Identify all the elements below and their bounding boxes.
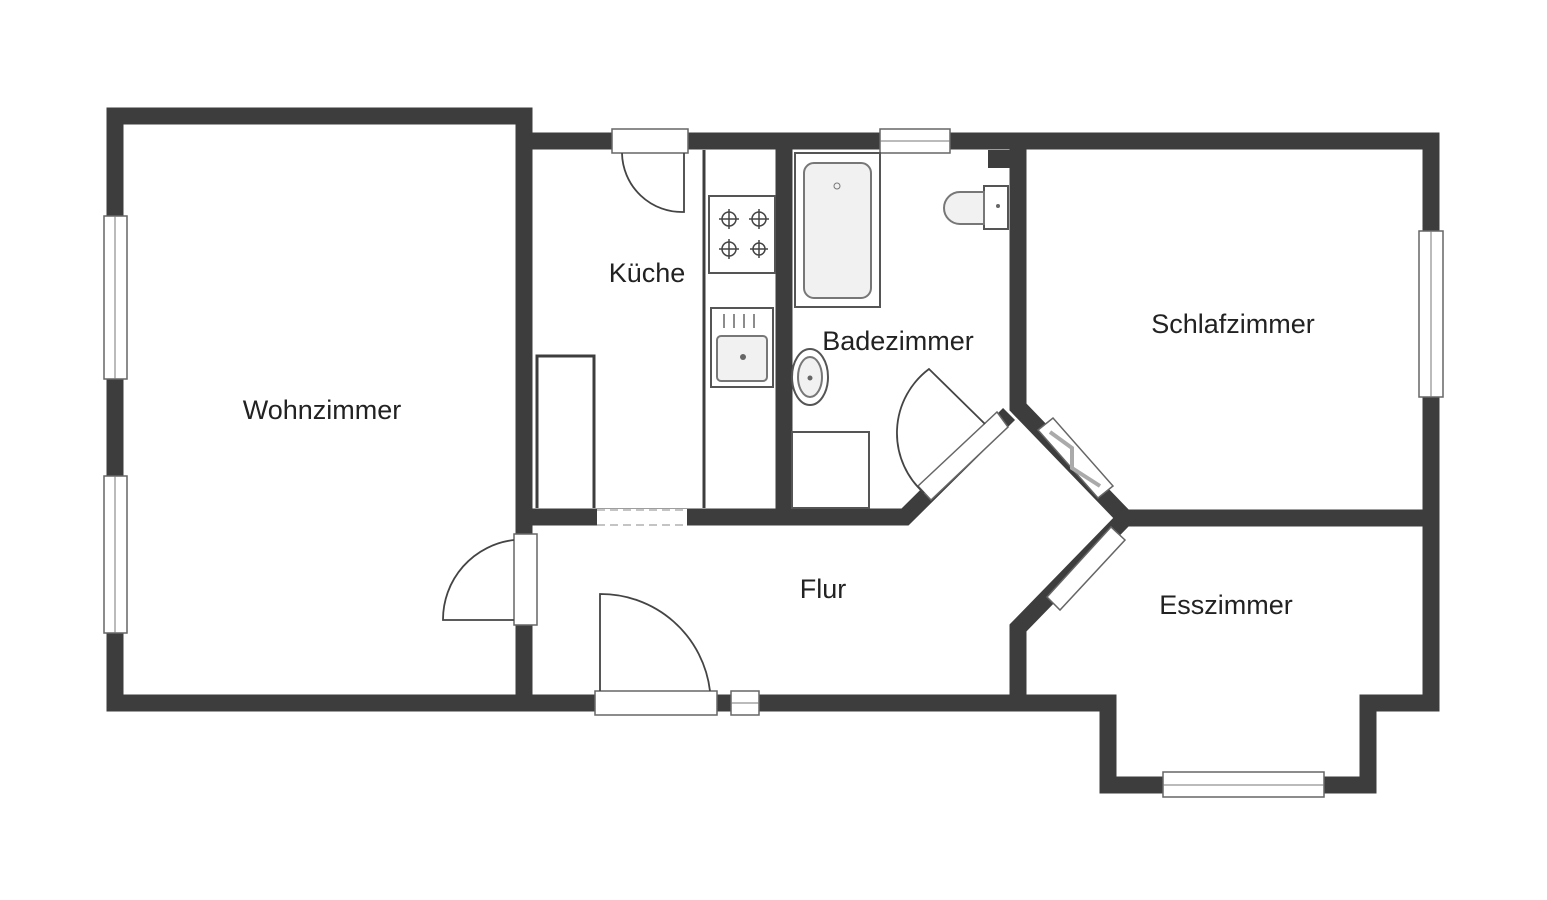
bathtub-icon	[794, 152, 881, 308]
door-entrance[interactable]	[594, 593, 718, 716]
window-esszimmer	[1162, 771, 1325, 798]
window-wohnzimmer-2	[103, 475, 128, 634]
opening-kueche[interactable]	[597, 509, 687, 526]
label-badezimmer: Badezimmer	[822, 326, 974, 356]
washbasin-icon	[791, 348, 829, 406]
room-labels: Wohnzimmer Küche Badezimmer Schlafzimmer…	[243, 258, 1315, 620]
wall-wohnzimmer-top	[106, 107, 533, 712]
sink-icon	[710, 307, 774, 388]
door-bad[interactable]	[896, 367, 1009, 502]
washing-machine	[791, 431, 870, 509]
shaft	[988, 150, 1010, 168]
label-flur: Flur	[800, 574, 847, 604]
window-schlafzimmer	[1418, 230, 1444, 398]
door-wohnzimmer[interactable]	[442, 533, 538, 626]
fixtures	[708, 152, 1009, 509]
label-kueche: Küche	[609, 258, 686, 288]
toilet-icon	[943, 185, 1009, 230]
cabinet	[535, 354, 596, 508]
wall-kueche-flur	[515, 407, 1016, 526]
label-wohnzimmer: Wohnzimmer	[243, 395, 402, 425]
door-schlafzimmer[interactable]	[1036, 416, 1115, 500]
doors	[442, 128, 1127, 716]
door-kueche-balcony[interactable]	[611, 128, 689, 213]
window-flur-small	[730, 690, 760, 716]
door-esszimmer[interactable]	[1045, 525, 1127, 612]
label-esszimmer: Esszimmer	[1159, 590, 1293, 620]
label-schlafzimmer: Schlafzimmer	[1151, 309, 1315, 339]
window-wohnzimmer-1	[103, 215, 128, 380]
stove-icon	[708, 195, 776, 274]
windows	[103, 128, 1444, 798]
window-bad	[879, 128, 951, 154]
